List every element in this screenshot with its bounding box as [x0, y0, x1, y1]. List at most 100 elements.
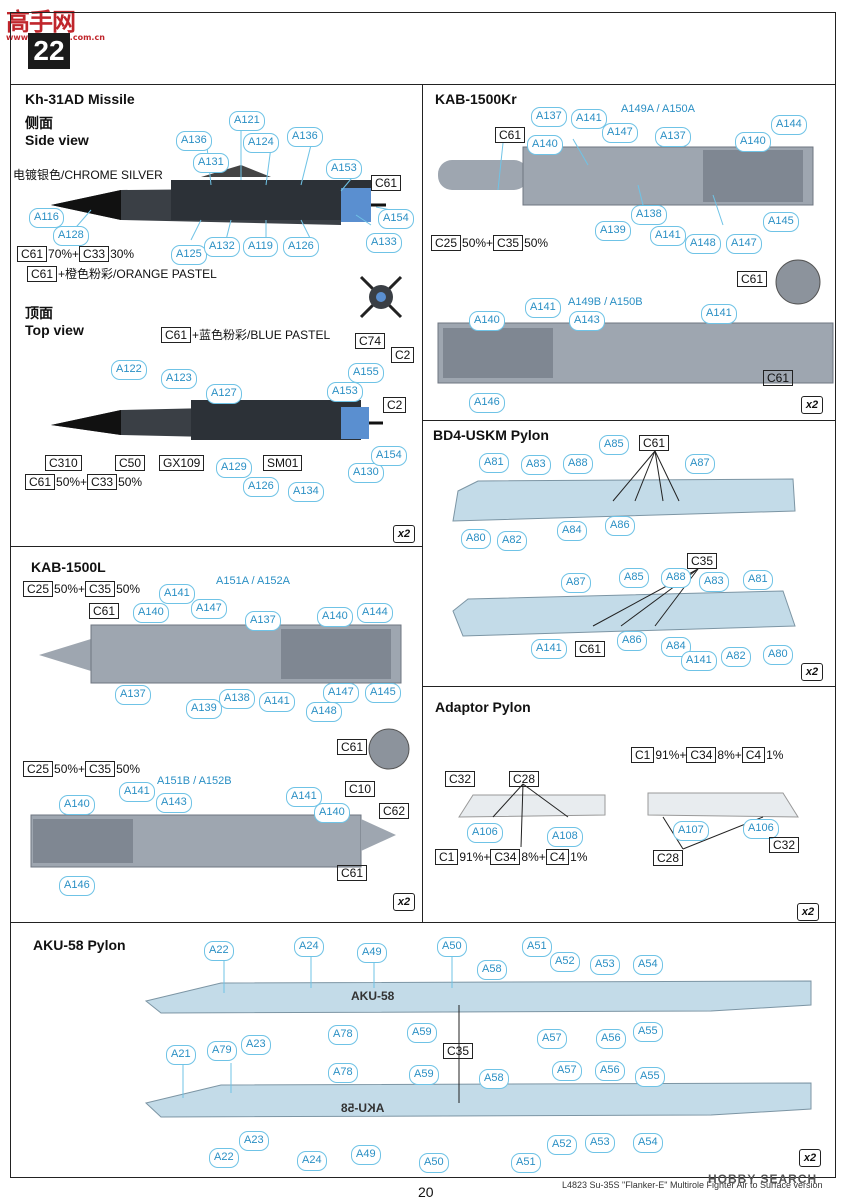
decal-a83: A83 — [521, 455, 551, 475]
decal-a53: A53 — [590, 955, 620, 975]
step-frame — [10, 12, 836, 85]
panel-title: KAB-1500L — [31, 559, 106, 575]
code-c61-kr-top: C61 — [763, 370, 794, 386]
decal-a127: A127 — [206, 384, 242, 404]
decal-a141: A141 — [571, 109, 607, 129]
panel-title: Kh-31AD Missile — [25, 91, 135, 107]
decal-a133: A133 — [366, 233, 402, 253]
decal-a78b: A78 — [328, 1063, 358, 1083]
decal-a86b: A86 — [617, 631, 647, 651]
decal-a145: A145 — [365, 683, 401, 703]
decal-a78: A78 — [328, 1025, 358, 1045]
decal-a151b-a152b: A151B / A152B — [157, 775, 232, 787]
decal-a140c: A140 — [59, 795, 95, 815]
panel-aku58: AKU-58 Pylon A22 A24 A49 A50 A51 A52 A53… — [10, 922, 836, 1178]
decal-a140b: A140 — [527, 135, 563, 155]
decal-a22b: A22 — [209, 1148, 239, 1168]
brand-logo: HOBBY SEARCH — [708, 1172, 818, 1186]
decal-a141b: A141 — [650, 226, 686, 246]
panel-title: BD4-USKM Pylon — [433, 427, 549, 443]
decal-a149a-a150a: A149A / A150A — [621, 103, 696, 115]
decal-a136: A136 — [176, 131, 212, 151]
decal-a123: A123 — [161, 369, 197, 389]
decal-a138: A138 — [631, 205, 667, 225]
decal-a153-top: A153 — [327, 382, 363, 402]
decal-a148: A148 — [306, 702, 342, 722]
decal-a141b: A141 — [681, 651, 717, 671]
decal-a145: A145 — [763, 212, 799, 232]
decal-a83b: A83 — [699, 572, 729, 592]
panel-title: KAB-1500Kr — [435, 91, 517, 107]
decal-a128: A128 — [53, 226, 89, 246]
decal-a106: A106 — [467, 823, 503, 843]
decal-a130: A130 — [348, 463, 384, 483]
decal-a155: A155 — [348, 363, 384, 383]
decal-a141: A141 — [531, 639, 567, 659]
decal-a143: A143 — [156, 793, 192, 813]
decal-a140b: A140 — [317, 607, 353, 627]
kab1500kr-artwork — [437, 138, 834, 384]
decal-a58b: A58 — [479, 1069, 509, 1089]
decal-a129: A129 — [216, 458, 252, 478]
decal-a137b: A137 — [115, 685, 151, 705]
qty-x2: x2 — [799, 1149, 821, 1167]
decal-a116: A116 — [29, 208, 64, 228]
decal-a126-top: A126 — [243, 477, 279, 497]
bd4-artwork — [452, 450, 796, 637]
decal-a132: A132 — [204, 237, 240, 257]
decal-a23b: A23 — [239, 1131, 269, 1151]
decal-a141: A141 — [159, 584, 195, 604]
decal-a137b: A137 — [655, 127, 691, 147]
decal-a52: A52 — [550, 952, 580, 972]
decal-a126: A126 — [283, 237, 319, 257]
decal-a140: A140 — [735, 132, 771, 152]
decal-a141d: A141 — [286, 787, 322, 807]
decal-a119: A119 — [243, 237, 278, 257]
code-c61-kr-rear: C61 — [737, 271, 768, 287]
decal-a24: A24 — [294, 937, 324, 957]
decal-a144: A144 — [771, 115, 807, 135]
code-c74: C74 — [355, 333, 386, 349]
code-c61-side: C61 — [371, 175, 402, 191]
decal-a154: A154 — [378, 209, 414, 229]
decal-a59b: A59 — [409, 1065, 439, 1085]
qty-x2: x2 — [393, 525, 415, 543]
aku58-marking-mirrored: AKU-58 — [341, 1101, 385, 1115]
page-number: 20 — [418, 1184, 434, 1200]
decal-a143: A143 — [569, 311, 605, 331]
decal-a50b: A50 — [419, 1153, 449, 1173]
code-c32-left: C32 — [445, 771, 476, 787]
decal-a85b: A85 — [619, 568, 649, 588]
decal-a80: A80 — [461, 529, 491, 549]
decal-a140d: A140 — [314, 803, 350, 823]
decal-a125: A125 — [171, 245, 207, 265]
qty-x2: x2 — [393, 893, 415, 911]
product-footer: L4823 Su-35S "Flanker-E" Multirole Fight… — [562, 1180, 823, 1190]
decal-a53b: A53 — [585, 1133, 615, 1153]
decal-a137: A137 — [245, 611, 281, 631]
decal-a134: A134 — [288, 482, 324, 502]
decal-a108: A108 — [547, 827, 583, 847]
aku58-artwork — [144, 957, 812, 1118]
decal-a59: A59 — [407, 1023, 437, 1043]
decal-a124: A124 — [243, 133, 279, 153]
decal-a148: A148 — [685, 234, 721, 254]
decal-a55: A55 — [633, 1022, 663, 1042]
code-c61-l-rear: C61 — [337, 739, 368, 755]
decal-a82b: A82 — [721, 647, 751, 667]
decal-a121: A121 — [229, 111, 265, 131]
decal-a144: A144 — [357, 603, 393, 623]
decal-a50: A50 — [437, 937, 467, 957]
decal-a57b: A57 — [552, 1061, 582, 1081]
code-sm01: SM01 — [263, 455, 303, 471]
decal-a141d: A141 — [701, 304, 737, 324]
decal-a136b: A136 — [287, 127, 323, 147]
